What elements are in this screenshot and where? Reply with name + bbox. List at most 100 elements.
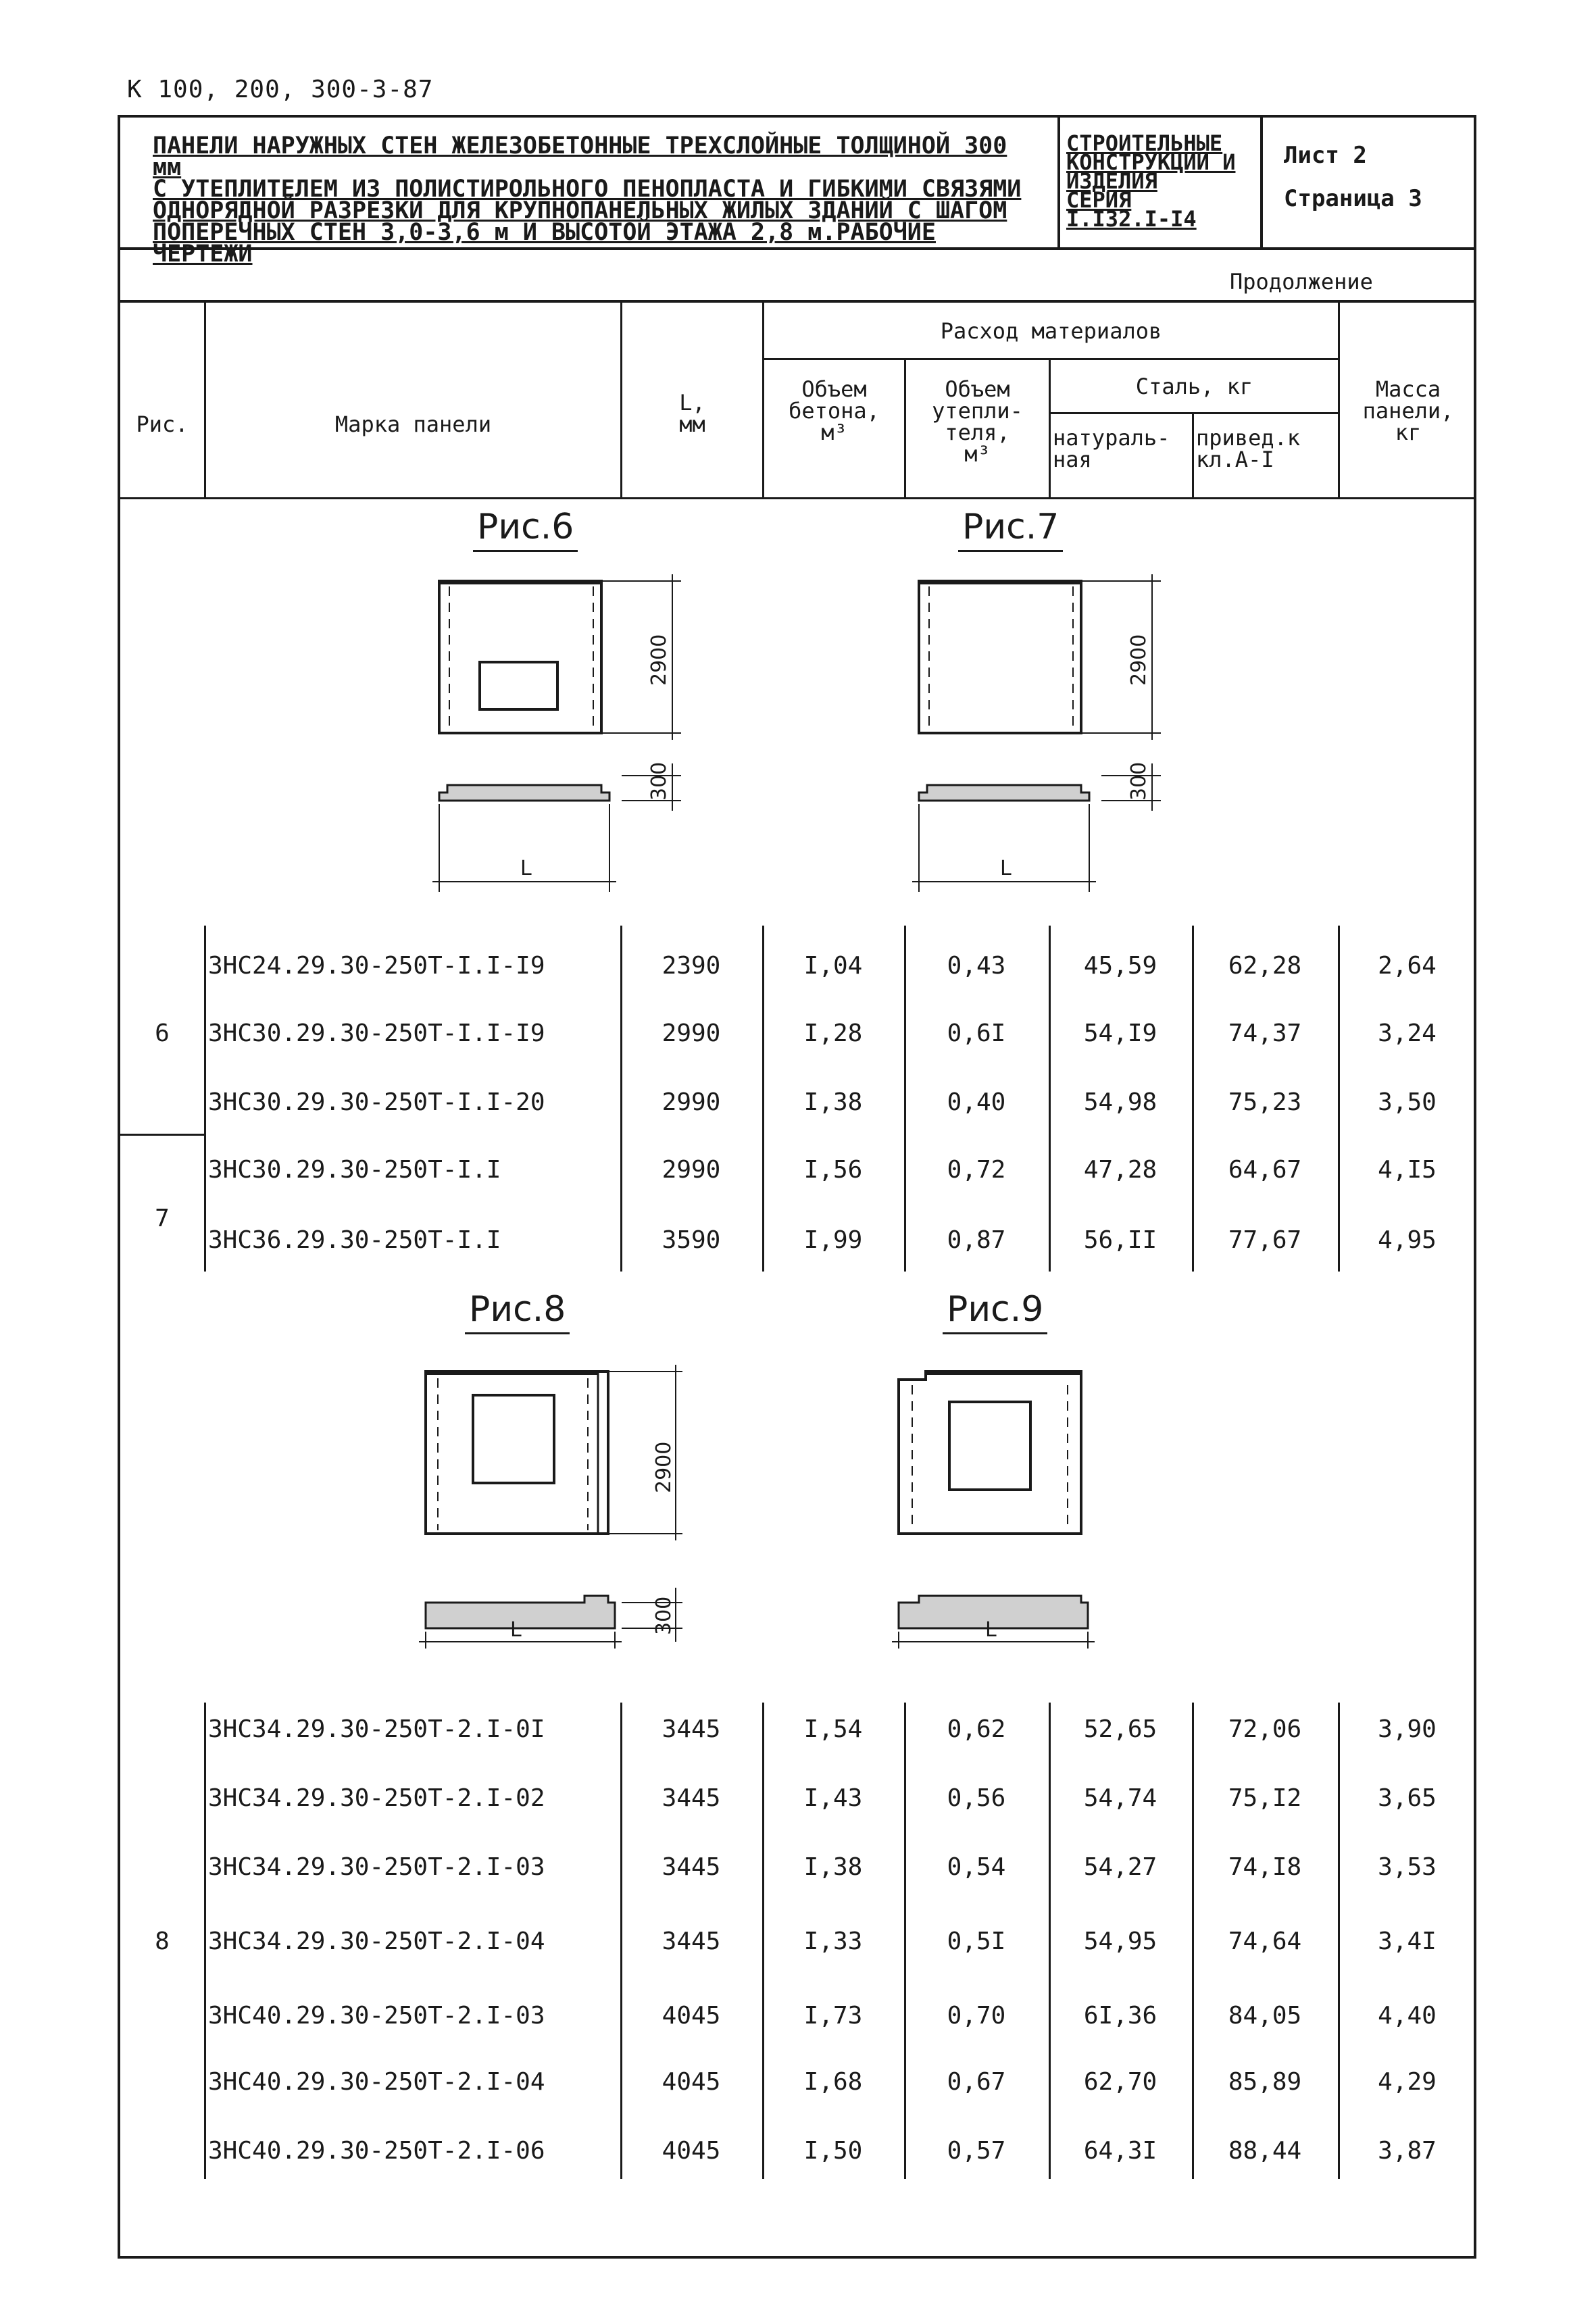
title-line: ОДНОРЯДНОЙ РАЗРЕЗКИ ДЛЯ КРУПНОПАНЕЛЬНЫХ … — [153, 197, 1007, 224]
header-line: мм — [679, 411, 705, 437]
panel-length: 2990 — [662, 1156, 721, 1184]
panel-length: 3445 — [662, 1715, 721, 1743]
steel-reduced: 88,44 — [1228, 2137, 1302, 2165]
figure-7-height-dim: 2900 — [1127, 634, 1151, 686]
steel-reduced: 75,I2 — [1228, 1784, 1302, 1812]
panel-mass: 3,87 — [1378, 2137, 1437, 2165]
figure-7-length-dim: L — [1000, 857, 1012, 880]
sheet-info: Лист 2 Страница 3 — [1284, 134, 1422, 220]
grid-line — [762, 303, 764, 499]
panel-mark: 3НС34.29.30-250Т-2.I-0I — [208, 1715, 545, 1743]
steel-reduced: 64,67 — [1228, 1156, 1302, 1184]
steel-natural: 54,74 — [1083, 1784, 1157, 1812]
steel-natural: 56,II — [1083, 1226, 1157, 1254]
figure-6-depth-dim: 300 — [647, 762, 671, 801]
figure-9-label: Рис.9 — [943, 1289, 1048, 1334]
figure-7-label: Рис.7 — [958, 507, 1064, 552]
insulation-volume: 0,43 — [947, 952, 1006, 980]
steel-natural: 47,28 — [1083, 1156, 1157, 1184]
insulation-volume: 0,54 — [947, 1853, 1006, 1881]
panel-mark: 3НС34.29.30-250Т-2.I-04 — [208, 1928, 545, 1955]
figure-9-drawing: L — [892, 1370, 1095, 1649]
header-materials: Расход материалов — [940, 318, 1162, 344]
series-line: СЕРИЯ — [1066, 187, 1132, 213]
concrete-volume: I,04 — [803, 952, 863, 980]
concrete-volume: I,38 — [803, 1853, 863, 1881]
document-code: К 100, 200, 300-3-87 — [127, 76, 434, 103]
header-line: Масса — [1375, 376, 1441, 402]
panel-mark: 3НС24.29.30-250Т-I.I-I9 — [208, 952, 545, 980]
steel-reduced: 74,37 — [1228, 1020, 1302, 1047]
header-line: Объем — [801, 376, 867, 402]
panel-mass: 4,95 — [1378, 1226, 1437, 1254]
grid-line — [762, 926, 764, 1272]
header-line: утепли- — [932, 398, 1023, 424]
panel-mass: 3,24 — [1378, 1020, 1437, 1047]
figure-8-label: Рис.8 — [465, 1289, 570, 1334]
concrete-volume: I,99 — [803, 1226, 863, 1254]
concrete-volume: I,50 — [803, 2137, 863, 2165]
series-info: СТРОИТЕЛЬНЫЕ КОНСТРУКЦИИ И ИЗДЕЛИЯ СЕРИЯ… — [1066, 130, 1262, 232]
concrete-volume: I,54 — [803, 1715, 863, 1743]
panel-mass: 3,50 — [1378, 1088, 1437, 1116]
steel-natural: 52,65 — [1083, 1715, 1157, 1743]
header-line: кл.А-I — [1196, 447, 1274, 472]
panel-mark: 3НС40.29.30-250Т-2.I-04 — [208, 2068, 545, 2096]
panel-mass: 3,4I — [1378, 1928, 1437, 1955]
panel-mark: 3НС34.29.30-250Т-2.I-02 — [208, 1784, 545, 1812]
panel-mass: 4,29 — [1378, 2068, 1437, 2096]
panel-length: 2990 — [662, 1088, 721, 1116]
panel-length: 4045 — [662, 2002, 721, 2030]
header-line: кг — [1395, 420, 1422, 445]
panel-mark: 3НС40.29.30-250Т-2.I-06 — [208, 2137, 545, 2165]
insulation-volume: 0,56 — [947, 1784, 1006, 1812]
continuation-label: Продолжение — [1230, 269, 1373, 295]
header-steel-reduced: привед.к кл.А-I — [1196, 427, 1337, 470]
panel-mass: 3,90 — [1378, 1715, 1437, 1743]
header-line: ная — [1053, 447, 1092, 472]
steel-natural: 64,3I — [1083, 2137, 1157, 2165]
figure-9-length-dim: L — [985, 1618, 997, 1642]
panel-length: 4045 — [662, 2068, 721, 2096]
steel-reduced: 72,06 — [1228, 1715, 1302, 1743]
panel-length: 3445 — [662, 1784, 721, 1812]
steel-natural: 45,59 — [1083, 952, 1157, 980]
insulation-volume: 0,87 — [947, 1226, 1006, 1254]
grid-line — [620, 303, 622, 499]
concrete-volume: I,28 — [803, 1020, 863, 1047]
grid-line — [1049, 926, 1051, 1272]
concrete-volume: I,43 — [803, 1784, 863, 1812]
header-insulation: Объем утепли- теля, м³ — [906, 378, 1049, 465]
insulation-volume: 0,57 — [947, 2137, 1006, 2165]
series-line: СТРОИТЕЛЬНЫЕ — [1066, 130, 1223, 156]
figure-6-drawing: 2900 300 L — [432, 574, 681, 892]
grid-line — [620, 926, 622, 1272]
steel-natural: 54,95 — [1083, 1928, 1157, 1955]
header-mass: Масса панели, кг — [1340, 378, 1476, 443]
panel-mass: 3,53 — [1378, 1853, 1437, 1881]
header-line: натураль- — [1053, 425, 1170, 451]
grid-line — [1192, 1703, 1194, 2179]
header-concrete: Объем бетона, м³ — [764, 378, 904, 443]
insulation-volume: 0,72 — [947, 1156, 1006, 1184]
panel-mass: 4,40 — [1378, 2002, 1437, 2030]
series-line: ИЗДЕЛИЯ — [1066, 168, 1157, 194]
steel-natural: 6I,36 — [1083, 2002, 1157, 2030]
panel-length: 3445 — [662, 1853, 721, 1881]
insulation-volume: 0,6I — [947, 1020, 1006, 1047]
sheet-number: Лист 2 — [1284, 142, 1367, 169]
panel-length: 4045 — [662, 2137, 721, 2165]
series-line: КОНСТРУКЦИИ И — [1066, 149, 1236, 175]
concrete-volume: I,73 — [803, 2002, 863, 2030]
figure-8-length-dim: L — [510, 1618, 522, 1642]
panel-mark: 3НС40.29.30-250Т-2.I-03 — [208, 2002, 545, 2030]
grid-line — [904, 926, 906, 1272]
header-line: панели, — [1362, 398, 1454, 424]
title-line: ПАНЕЛИ НАРУЖНЫХ СТЕН ЖЕЛЕЗОБЕТОННЫЕ ТРЕХ… — [153, 132, 1007, 181]
panel-mass: 4,I5 — [1378, 1156, 1437, 1184]
series-line: I.I32.I-I4 — [1066, 206, 1197, 232]
header-line: Объем — [945, 376, 1010, 402]
steel-natural: 54,98 — [1083, 1088, 1157, 1116]
header-steel: Сталь, кг — [1135, 374, 1253, 399]
fig-number-6: 6 — [155, 1020, 170, 1047]
